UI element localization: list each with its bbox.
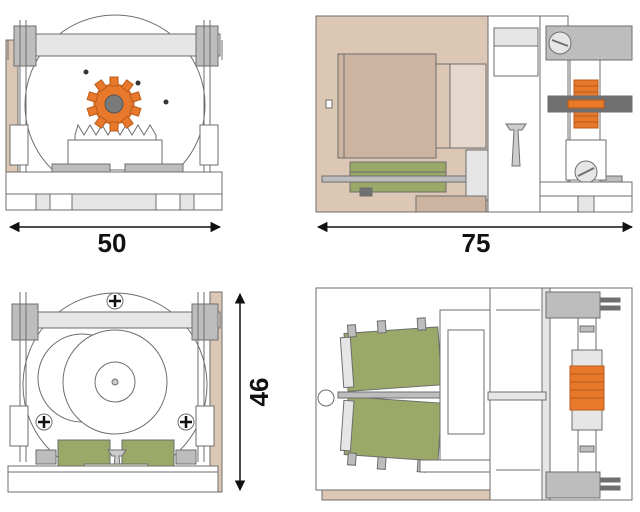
adjust-screw-icon bbox=[505, 123, 527, 167]
gear-rack bbox=[74, 123, 157, 141]
pinion-gear-icon bbox=[86, 76, 142, 132]
top-pinion-gear-icon bbox=[569, 365, 605, 411]
length-dimension-label: 75 bbox=[462, 228, 491, 258]
height-dimension-label: 46 bbox=[244, 378, 274, 407]
front-view bbox=[5, 14, 223, 211]
top-crossbar bbox=[13, 33, 221, 57]
plus-screw-icon bbox=[35, 292, 195, 431]
bottom-clamp bbox=[545, 471, 601, 499]
side-view bbox=[315, 15, 633, 213]
rear-view bbox=[7, 291, 223, 493]
upper-motor bbox=[339, 317, 443, 392]
width-dimension-label: 50 bbox=[98, 228, 127, 258]
left-clamp bbox=[13, 25, 37, 67]
top-clamp bbox=[545, 291, 601, 319]
front-base bbox=[5, 171, 223, 195]
top-view bbox=[315, 287, 633, 501]
right-clamp bbox=[195, 25, 219, 67]
motor-body bbox=[337, 53, 437, 159]
